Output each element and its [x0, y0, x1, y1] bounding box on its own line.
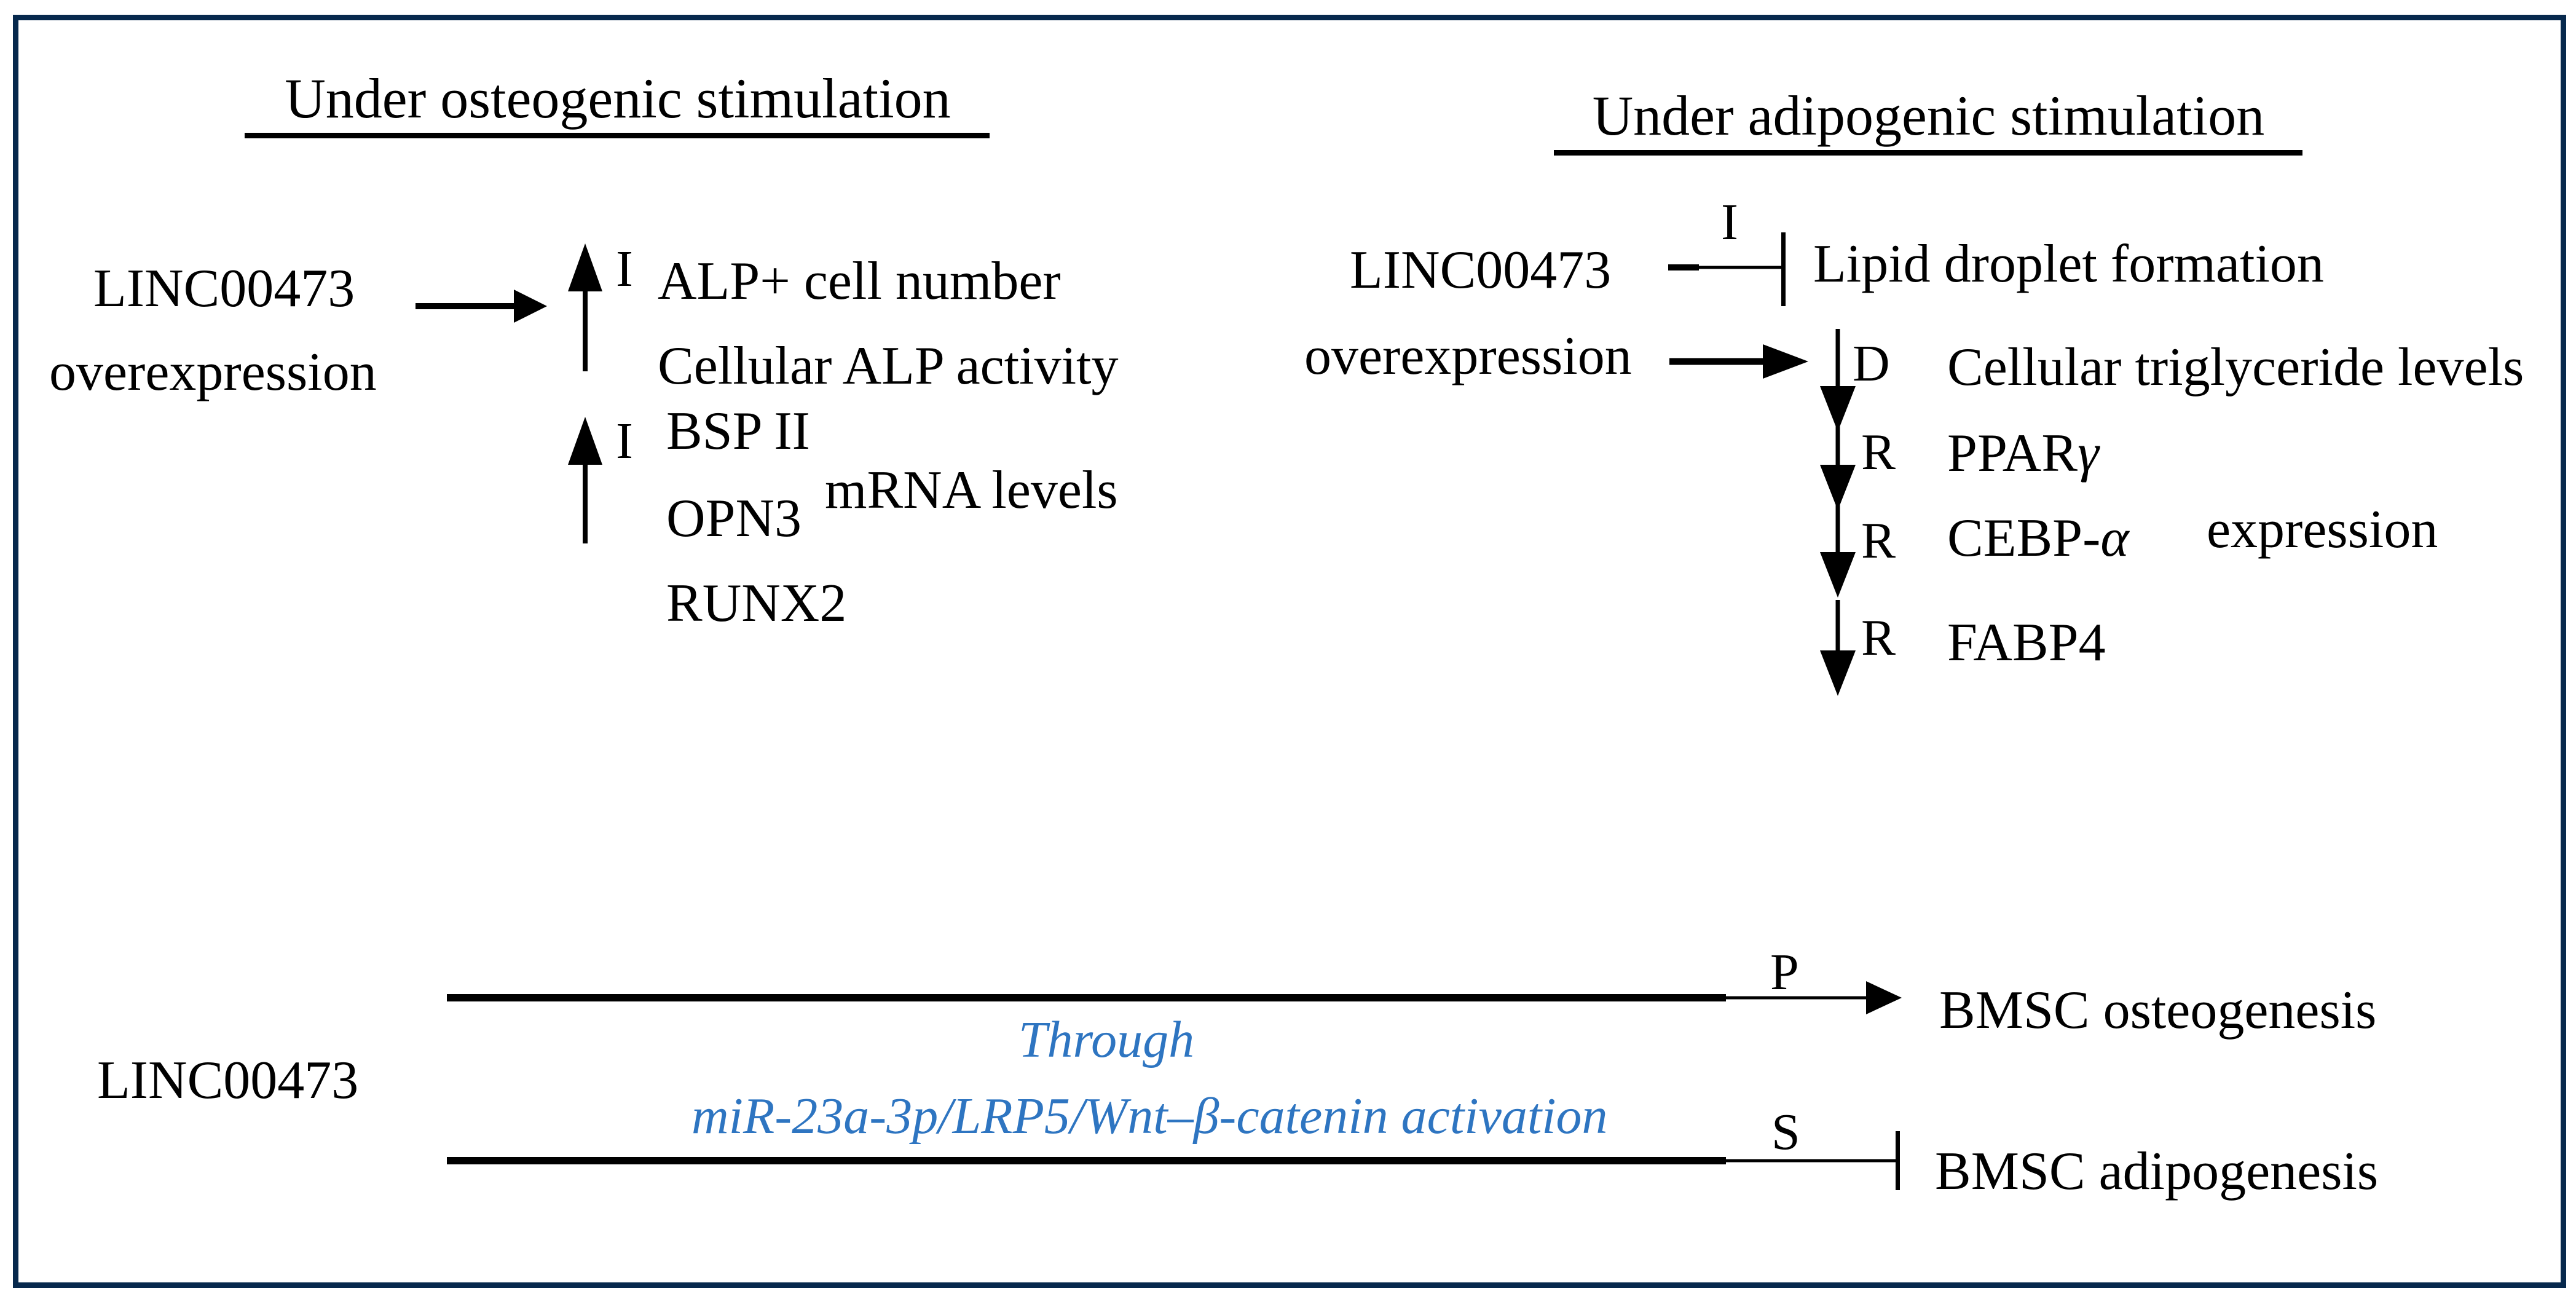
adipogenic-gene-cebpa-greek: α: [2100, 508, 2129, 568]
adipogenic-gene-cebpa-text: CEBP-: [1947, 508, 2101, 568]
adipogenic-title-underline: [1554, 150, 2302, 156]
adipogenic-reduced-label-2: R: [1861, 512, 1896, 569]
adipogenic-source-overexpression: overexpression: [1304, 326, 1632, 386]
adipo-inhibit-tbar-icon: [1668, 232, 1786, 306]
summary-mechanism-through: Through: [1018, 1011, 1195, 1068]
osteo-up-arrow-1-icon: [568, 243, 602, 371]
adipo-down-arrow-r2-icon: [1820, 503, 1856, 598]
summary-mechanism-pathway: miR-23a-3p/LRP5/Wnt–β-catenin activation: [691, 1088, 1608, 1145]
adipo-down-arrow-d-icon: [1820, 329, 1856, 432]
summary-promote-label: P: [1770, 944, 1799, 1001]
adipogenic-gene-pparg-text: PPAR: [1947, 424, 2078, 483]
adipogenic-expression-note: expression: [2207, 500, 2438, 559]
osteo-up-arrow-2-icon: [568, 417, 602, 543]
adipogenic-effect-triglyceride: Cellular triglyceride levels: [1947, 338, 2524, 397]
osteogenic-gene-runx2: RUNX2: [666, 574, 847, 633]
osteogenic-gene-bsp2: BSP II: [666, 401, 810, 461]
osteogenic-mrna-levels-note: mRNA levels: [825, 460, 1118, 520]
osteogenic-title: Under osteogenic stimulation: [285, 67, 951, 130]
osteogenic-increase-label-2: I: [616, 413, 633, 470]
summary-suppress-label: S: [1771, 1104, 1800, 1161]
adipogenic-reduced-label-1: R: [1861, 424, 1896, 481]
adipo-down-arrow-r3-icon: [1820, 600, 1856, 696]
osteogenic-gene-opn3: OPN3: [666, 489, 802, 548]
summary-suppress-tbar-icon: [447, 1131, 1900, 1190]
figure-border: [13, 15, 2566, 1288]
adipo-source-arrow-icon: [1669, 344, 1808, 379]
summary-source-name: LINC00473: [97, 1051, 359, 1110]
summary-promote-arrow-icon: [447, 981, 1902, 1014]
adipogenic-decrease-label: D: [1853, 335, 1890, 392]
adipo-down-arrow-r1-icon: [1820, 416, 1856, 510]
adipogenic-title: Under adipogenic stimulation: [1592, 84, 2265, 147]
osteogenic-source-overexpression: overexpression: [49, 342, 377, 402]
adipogenic-gene-pparg-greek: γ: [2078, 424, 2099, 483]
osteogenic-source-name: LINC00473: [93, 259, 355, 318]
adipogenic-inhibit-label: I: [1721, 194, 1738, 251]
osteo-source-arrow-icon: [416, 290, 547, 323]
summary-target-adipogenesis: BMSC adipogenesis: [1935, 1142, 2379, 1201]
adipogenic-gene-pparg: PPARγ: [1947, 425, 2099, 482]
adipogenic-gene-cebpa: CEBP-α: [1947, 510, 2129, 567]
osteogenic-effect-alp-cell-number: ALP+ cell number: [658, 251, 1061, 311]
osteogenic-title-underline: [245, 133, 990, 138]
adipogenic-gene-fabp4: FABP4: [1947, 613, 2106, 673]
osteogenic-effect-cellular-alp-activity: Cellular ALP activity: [658, 336, 1119, 396]
osteogenic-increase-label-1: I: [616, 240, 633, 298]
summary-target-osteogenesis: BMSC osteogenesis: [1939, 981, 2377, 1040]
adipogenic-source-name: LINC00473: [1350, 240, 1612, 300]
adipogenic-reduced-label-3: R: [1861, 609, 1896, 666]
adipogenic-effect-lipid-droplet: Lipid droplet formation: [1813, 234, 2324, 294]
